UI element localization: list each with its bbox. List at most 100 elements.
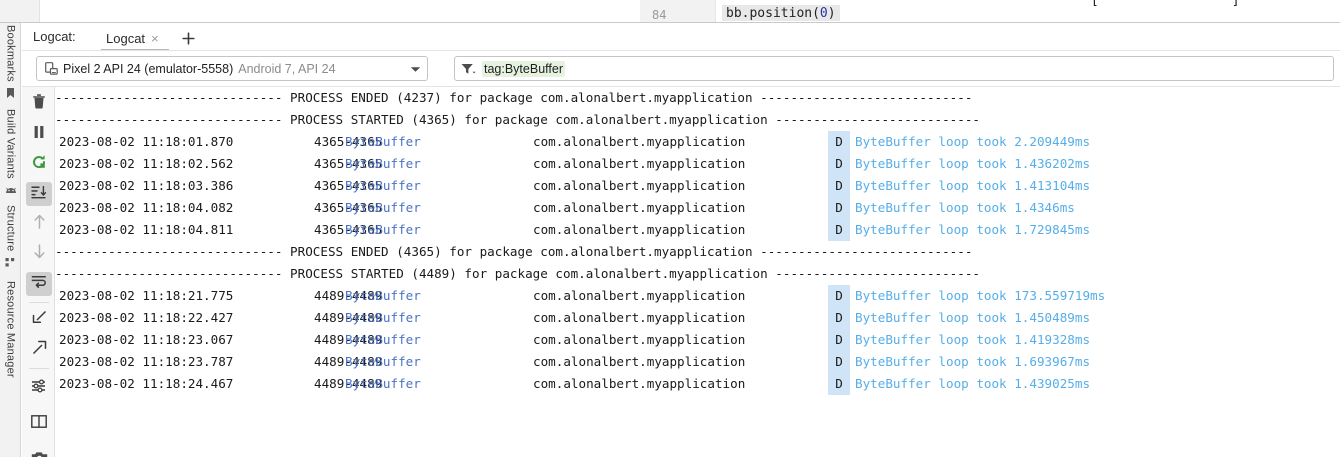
soft-wrap-icon — [31, 275, 47, 294]
log-package: com.alonalbert.myapplication — [533, 288, 746, 303]
log-level-badge: D — [828, 285, 850, 307]
logcat-toolbar — [22, 86, 55, 457]
arrow-up-icon — [33, 214, 46, 234]
logcat-query-input[interactable]: tag:ByteBuffer — [454, 56, 1334, 81]
log-package: com.alonalbert.myapplication — [533, 200, 746, 215]
editor-strip: [ ] , 84 bb.position(0) — [0, 0, 1340, 22]
pause-logcat-button[interactable] — [26, 122, 52, 146]
log-tag: ByteBuffer — [345, 332, 421, 347]
plus-icon — [181, 31, 195, 45]
scroll-to-end-button[interactable] — [26, 182, 52, 206]
log-package: com.alonalbert.myapplication — [533, 134, 746, 149]
log-level-badge: D — [828, 131, 850, 153]
log-system-line[interactable]: ------------------------------ PROCESS E… — [55, 87, 1340, 109]
sidebar-item-bookmarks[interactable]: Bookmarks — [0, 25, 21, 104]
log-timestamp: 2023-08-02 11:18:23.067 — [59, 332, 234, 347]
log-level-badge: D — [828, 373, 850, 395]
editor-code-fragment: bb.position(0) — [722, 5, 840, 21]
tabbar-divider — [22, 50, 1340, 51]
log-pid: 4365-4365 — [314, 200, 383, 215]
soft-wrap-button[interactable] — [26, 272, 52, 296]
add-tab-button[interactable] — [178, 28, 198, 48]
log-package: com.alonalbert.myapplication — [533, 178, 746, 193]
expand-arrow-icon — [32, 340, 47, 360]
android-icon — [5, 183, 17, 201]
log-timestamp: 2023-08-02 11:18:01.870 — [59, 134, 234, 149]
split-panel-button[interactable] — [26, 412, 52, 436]
tab-label: Logcat — [106, 31, 146, 46]
sidebar-item-build-variants[interactable]: Build Variants — [0, 109, 21, 201]
log-tag: ByteBuffer — [345, 222, 421, 237]
device-icon — [45, 62, 58, 75]
filter-row-divider — [22, 86, 1340, 87]
editor-line-number: 84 — [652, 8, 667, 22]
log-message: ByteBuffer loop took 1.729845ms — [855, 222, 1091, 237]
log-timestamp: 2023-08-02 11:18:02.562 — [59, 156, 234, 171]
log-message: ByteBuffer loop took 173.559719ms — [855, 288, 1106, 303]
sliders-icon — [31, 378, 47, 398]
log-tag: ByteBuffer — [345, 200, 421, 215]
sidebar-item-structure[interactable]: Structure — [0, 205, 21, 273]
restart-logcat-button[interactable] — [26, 152, 52, 176]
log-package: com.alonalbert.myapplication — [533, 156, 746, 171]
split-panel-icon — [31, 415, 47, 433]
clear-logcat-button[interactable] — [26, 92, 52, 116]
previous-match-button[interactable] — [26, 212, 52, 236]
log-tag: ByteBuffer — [345, 288, 421, 303]
log-tag: ByteBuffer — [345, 310, 421, 325]
restart-icon — [31, 154, 47, 175]
tab-logcat[interactable]: Logcat × — [104, 27, 163, 50]
sidebar-item-resource-manager[interactable]: Resource Manager — [0, 281, 21, 378]
log-pid: 4489-4489 — [314, 310, 383, 325]
screenshot-button[interactable] — [26, 448, 52, 457]
editor-gutter — [640, 0, 716, 22]
log-level-badge: D — [828, 307, 850, 329]
arrow-down-icon — [33, 244, 46, 264]
device-selector[interactable]: Pixel 2 API 24 (emulator-5558) Android 7… — [36, 56, 428, 81]
log-system-line[interactable]: ------------------------------ PROCESS S… — [55, 263, 1340, 285]
query-value: tag:ByteBuffer — [482, 60, 565, 77]
log-tag: ByteBuffer — [345, 134, 421, 149]
log-message: ByteBuffer loop took 1.436202ms — [855, 156, 1091, 171]
filter-icon[interactable] — [461, 63, 476, 75]
close-icon[interactable]: × — [151, 31, 159, 46]
chevron-down-icon[interactable] — [410, 60, 421, 78]
log-message: ByteBuffer loop took 1.439025ms — [855, 376, 1091, 391]
log-system-line[interactable]: ------------------------------ PROCESS E… — [55, 241, 1340, 263]
sidebar-item-label: Bookmarks — [4, 25, 17, 82]
code-paren: ) — [827, 6, 836, 21]
log-tag: ByteBuffer — [345, 156, 421, 171]
log-pid: 4365-4365 — [314, 178, 383, 193]
next-match-button[interactable] — [26, 242, 52, 266]
collapse-all-button[interactable] — [26, 308, 52, 332]
log-system-line[interactable]: ------------------------------ PROCESS S… — [55, 109, 1340, 131]
code-text: bb.position( — [726, 6, 820, 21]
log-tag: ByteBuffer — [345, 354, 421, 369]
expand-all-button[interactable] — [26, 338, 52, 362]
structure-icon — [5, 255, 16, 273]
trash-icon — [32, 94, 46, 114]
log-timestamp: 2023-08-02 11:18:24.467 — [59, 376, 234, 391]
log-message: ByteBuffer loop took 1.450489ms — [855, 310, 1091, 325]
log-system-text: ------------------------------ PROCESS E… — [55, 244, 973, 259]
logcat-filter-row: Pixel 2 API 24 (emulator-5558) Android 7… — [22, 51, 1340, 86]
sidebar-item-label: Resource Manager — [4, 281, 17, 378]
log-message: ByteBuffer loop took 1.693967ms — [855, 354, 1091, 369]
code-arg: 0 — [819, 6, 828, 21]
logcat-tabbar: Logcat: Logcat × — [22, 23, 1340, 51]
sidebar-item-label: Structure — [4, 205, 17, 252]
log-package: com.alonalbert.myapplication — [533, 222, 746, 237]
editor-left-pad — [0, 0, 40, 22]
configure-button[interactable] — [26, 376, 52, 400]
logcat-output[interactable]: ------------------------------ PROCESS E… — [55, 87, 1340, 457]
